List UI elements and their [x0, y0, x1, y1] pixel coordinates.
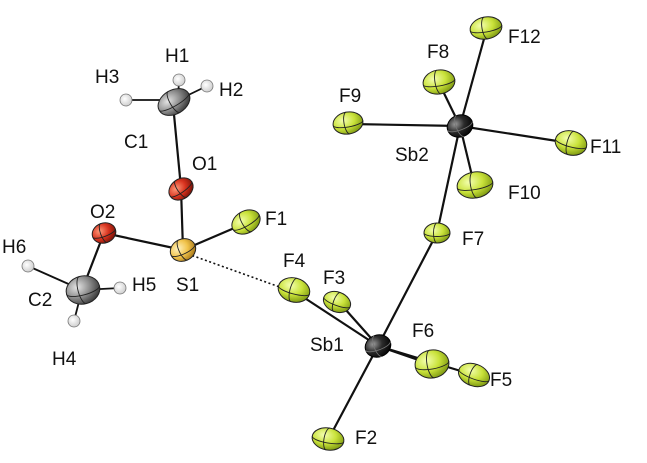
label-f1: F1 — [265, 209, 287, 230]
atom-c2 — [65, 275, 101, 305]
bond-c1-o1 — [171, 102, 183, 190]
label-h5: H5 — [132, 275, 156, 296]
atom-h5 — [113, 281, 127, 295]
label-o1: O1 — [192, 154, 217, 175]
atom-f3 — [322, 290, 352, 314]
bond-sb1-f7 — [376, 231, 439, 348]
label-f11: F11 — [590, 137, 621, 158]
label-f9: F9 — [339, 86, 361, 107]
label-c2: C2 — [28, 290, 52, 311]
atom-f11 — [554, 130, 588, 156]
label-h2: H2 — [219, 80, 243, 101]
atom-f6 — [414, 349, 450, 379]
label-f4: F4 — [283, 251, 306, 272]
atom-f10 — [456, 171, 494, 199]
label-s1: S1 — [176, 275, 199, 296]
atom-f9 — [332, 111, 364, 135]
label-o2: O2 — [90, 202, 115, 223]
bond-sb2-f9 — [348, 122, 462, 128]
atom-s1 — [169, 238, 197, 262]
atom-f1 — [231, 209, 261, 235]
contact-s1-f4 — [187, 253, 289, 291]
label-f10: F10 — [508, 183, 541, 204]
label-c1: C1 — [124, 132, 148, 153]
bond-sb2-f7 — [435, 124, 462, 235]
label-h4: H4 — [52, 349, 77, 370]
atom-f12 — [469, 16, 503, 40]
atom-labels: H1 H2 H3 C1 O1 O2 S1 F1 H6 H5 C2 H4 F4 F… — [2, 27, 621, 449]
atom-f2 — [311, 427, 345, 451]
atom-sb1 — [364, 334, 392, 358]
atom-h4 — [67, 314, 81, 328]
label-f7: F7 — [462, 229, 484, 250]
bond-o2-s1 — [102, 231, 185, 252]
atom-h1 — [172, 73, 186, 87]
atom-h3 — [119, 93, 133, 107]
label-f12: F12 — [508, 27, 541, 48]
bond-sb2-f11 — [458, 124, 572, 145]
label-sb2: Sb2 — [395, 145, 429, 166]
label-h6: H6 — [2, 237, 26, 258]
atom-f4 — [277, 277, 311, 303]
atom-c1 — [157, 88, 191, 116]
atom-o1 — [168, 177, 194, 201]
label-h3: H3 — [95, 67, 119, 88]
label-f8: F8 — [427, 42, 449, 63]
atom-f5 — [458, 362, 490, 388]
label-f5: F5 — [490, 370, 512, 391]
atoms — [21, 16, 588, 451]
label-f6: F6 — [412, 321, 434, 342]
bond-sb1-f4 — [295, 291, 380, 348]
atom-f8 — [422, 69, 456, 95]
atom-h2 — [200, 79, 214, 93]
label-f2: F2 — [355, 428, 377, 449]
atom-o2 — [91, 222, 117, 244]
label-f3: F3 — [323, 268, 345, 289]
atom-h6 — [21, 259, 35, 273]
label-sb1: Sb1 — [310, 335, 344, 356]
bond-sb1-f2 — [326, 344, 380, 442]
atom-sb2 — [446, 114, 474, 138]
label-h1: H1 — [165, 46, 189, 67]
atom-f7 — [423, 222, 451, 244]
bond-sb2-f12 — [458, 26, 489, 128]
